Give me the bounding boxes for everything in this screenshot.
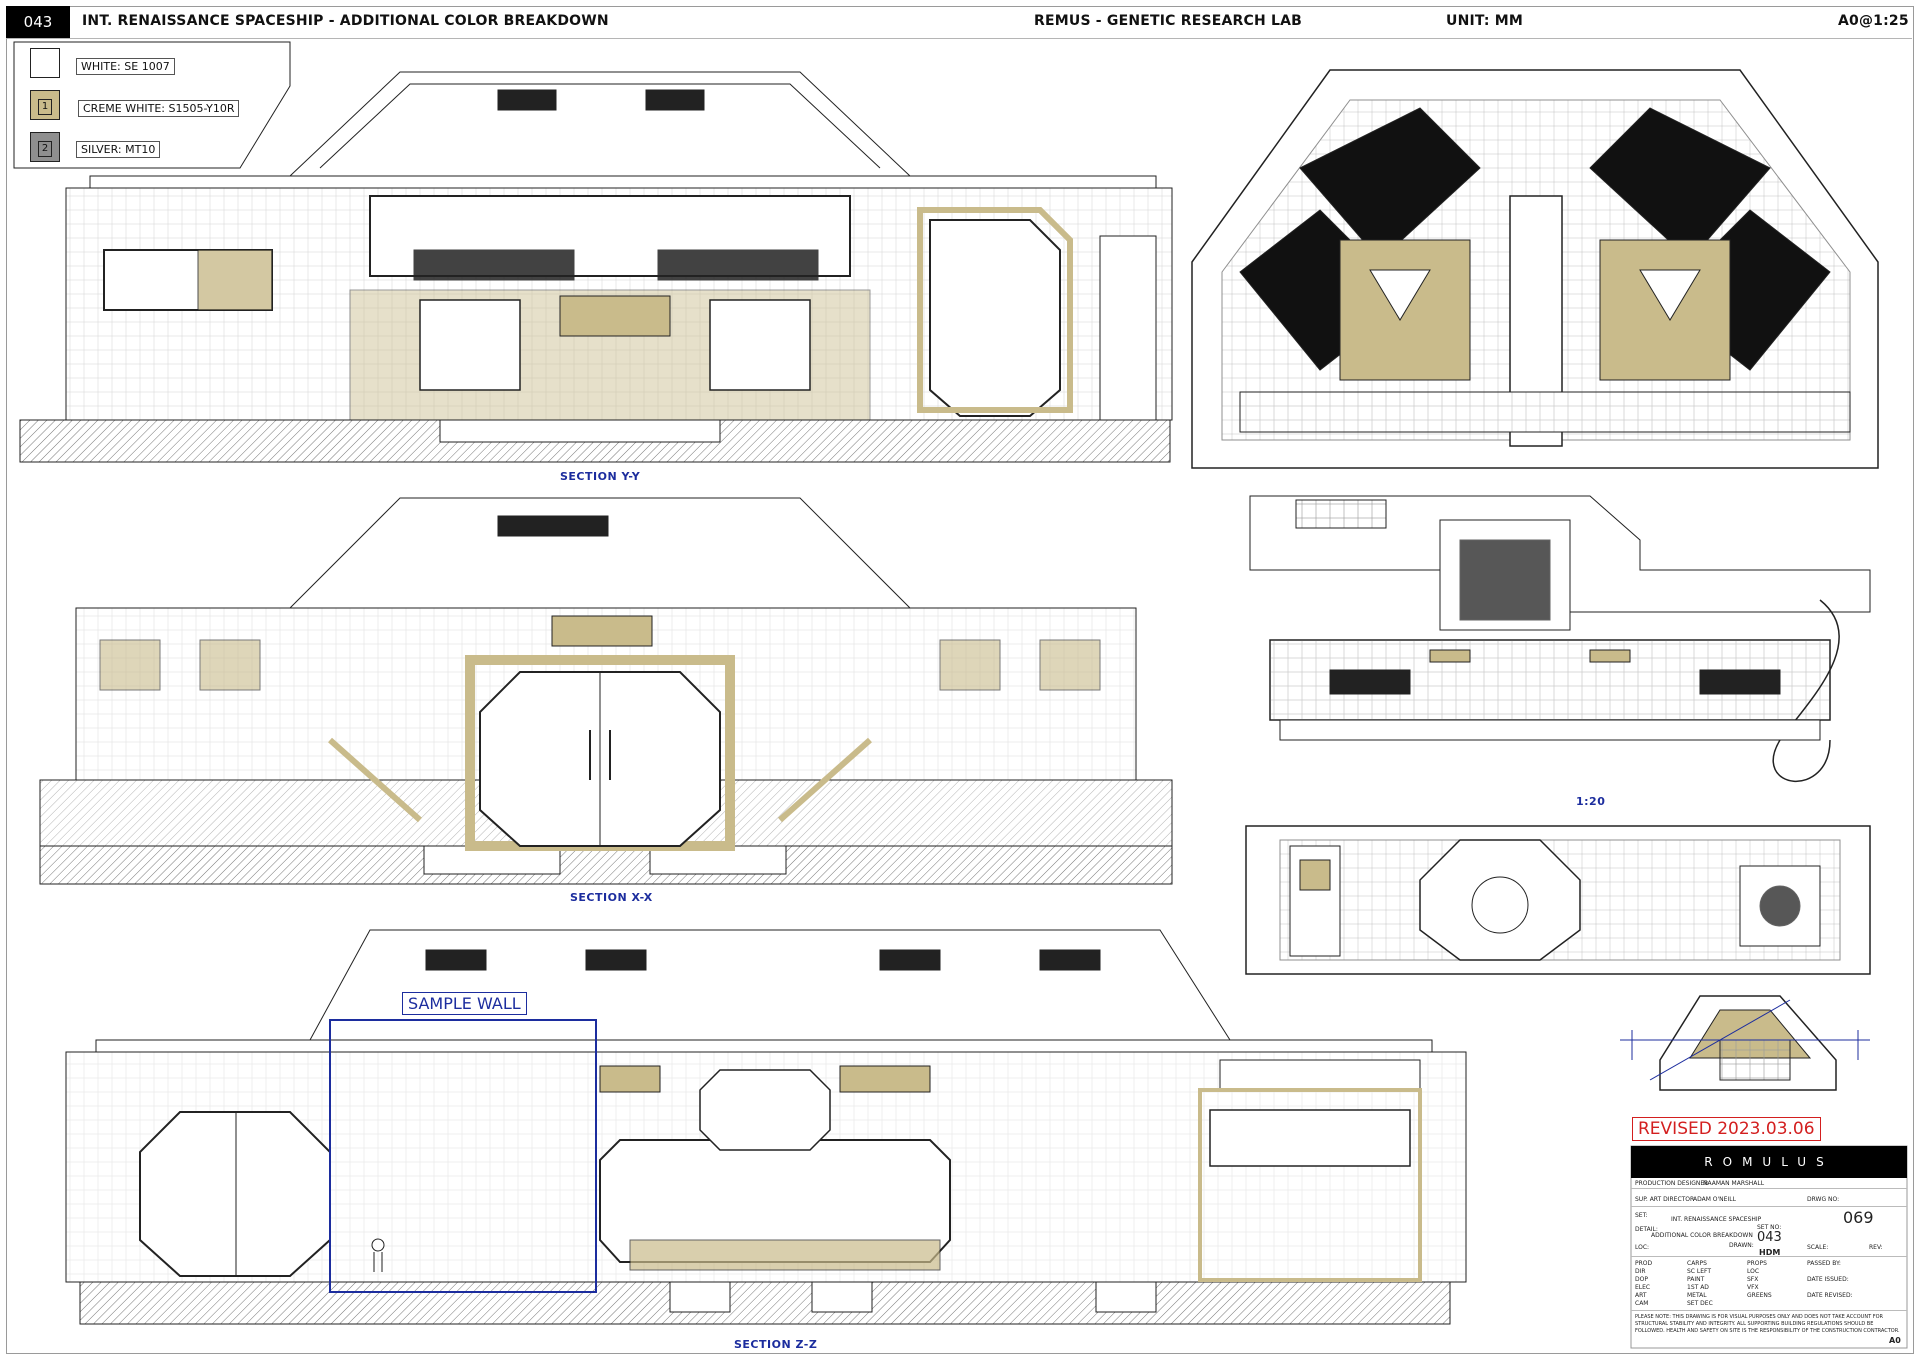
- location-label: REMUS - GENETIC RESEARCH LAB: [1034, 13, 1303, 29]
- legend-swatch-white: [30, 48, 60, 78]
- sheet-number: 043: [6, 6, 70, 38]
- title-block-frame: [1630, 1145, 1908, 1349]
- section-yy-drawing: [19, 71, 1173, 463]
- scale-label: A0@1:25: [1838, 13, 1909, 29]
- title-block-brand: ROMULUS: [1631, 1146, 1907, 1178]
- dept-row-1: DIR: [1635, 1268, 1646, 1275]
- scale-label-tb: SCALE:: [1807, 1244, 1829, 1251]
- setno-value: 043: [1757, 1230, 1782, 1245]
- drawn-label: DRAWN:: [1729, 1242, 1754, 1249]
- detail-label: DETAIL:: [1635, 1226, 1658, 1233]
- dept-row-3: ELEC: [1635, 1284, 1651, 1291]
- section-xx-caption: SECTION X-X: [570, 891, 653, 904]
- detail-scale-caption: 1:20: [1576, 795, 1606, 808]
- dept-row-4: ART: [1635, 1292, 1647, 1299]
- header-bar: 043 INT. RENAISSANCE SPACESHIP - ADDITIO…: [6, 6, 1912, 39]
- drawing-title: INT. RENAISSANCE SPACESHIP - ADDITIONAL …: [82, 13, 609, 29]
- legend-swatch-creme-white: 1: [30, 90, 60, 120]
- loc-label: LOC:: [1635, 1244, 1650, 1251]
- section-zz-caption: SECTION Z-Z: [734, 1338, 818, 1351]
- legend-label-silver: SILVER: MT10: [76, 141, 161, 158]
- section-zz-drawing: [65, 929, 1467, 1325]
- drawing-sheet-border: [6, 6, 1914, 1354]
- top-plan-drawing: [1191, 69, 1879, 469]
- sample-wall-label: SAMPLE WALL: [402, 992, 527, 1015]
- section-yy-caption: SECTION Y-Y: [560, 470, 641, 483]
- side-detail-drawing: [1249, 495, 1871, 783]
- detail-value: ADDITIONAL COLOR BREAKDOWN: [1651, 1232, 1753, 1239]
- drawing-no-label: DRWG NO:: [1807, 1196, 1840, 1203]
- revised-stamp: REVISED 2023.03.06: [1632, 1117, 1821, 1141]
- key-section-icon: [1620, 995, 1870, 1091]
- drawn-value: HDM: [1759, 1248, 1781, 1257]
- disclaimer-note: PLEASE NOTE: THIS DRAWING IS FOR VISUAL …: [1635, 1314, 1900, 1334]
- sup-art-director: ADAM O'NEILL: [1693, 1196, 1736, 1203]
- sheet-size: A0: [1889, 1336, 1901, 1345]
- sup-art-director-label: SUP. ART DIRECTOR: [1635, 1196, 1695, 1203]
- legend-label-white: WHITE: SE 1007: [76, 58, 175, 75]
- unit-label: UNIT: MM: [1446, 13, 1524, 29]
- section-xx-drawing: [39, 497, 1173, 885]
- dept-row-5: CAM: [1635, 1300, 1649, 1307]
- plan-detail-drawing: [1245, 825, 1871, 975]
- set-label: SET:: [1635, 1212, 1648, 1219]
- setno-label: SET NO:: [1757, 1224, 1782, 1231]
- dept-row-0: PROD: [1635, 1260, 1653, 1267]
- production-designer-label: PRODUCTION DESIGNER: [1635, 1180, 1709, 1187]
- legend-swatch-silver: 2: [30, 132, 60, 162]
- set-value: INT. RENAISSANCE SPACESHIP: [1671, 1216, 1762, 1223]
- dept-row-2: DOP: [1635, 1276, 1648, 1283]
- drawing-no: 069: [1843, 1208, 1874, 1227]
- production-designer: NAAMAN MARSHALL: [1703, 1180, 1765, 1187]
- rev-label: REV:: [1869, 1244, 1883, 1251]
- title-block: ROMULUS PRODUCTION DESIGNER NAAMAN MARSH…: [1631, 1146, 1907, 1348]
- legend-label-creme-white: CREME WHITE: S1505-Y10R: [78, 100, 240, 117]
